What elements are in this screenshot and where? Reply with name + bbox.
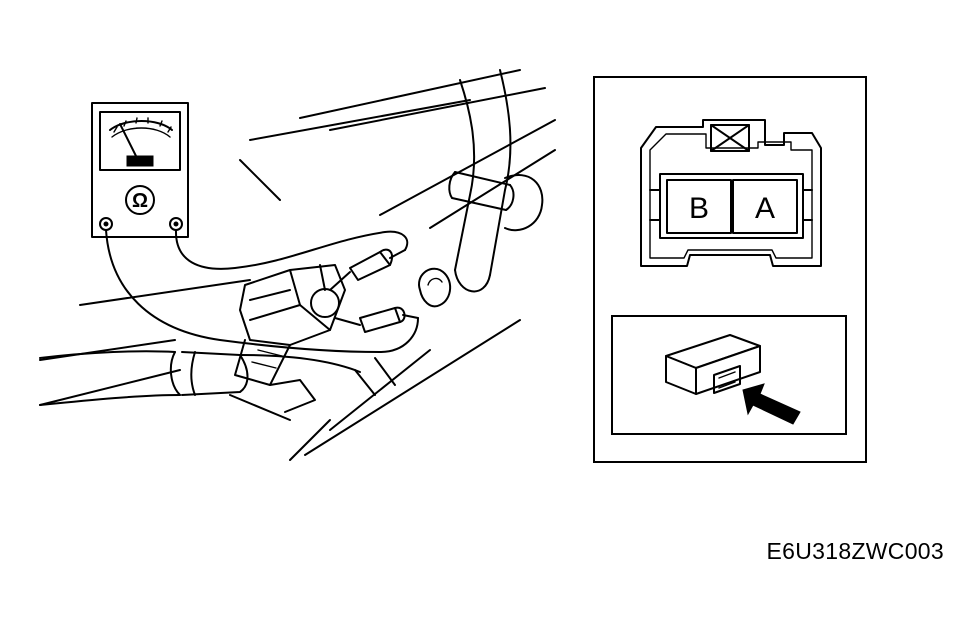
connector-view-box-icon	[665, 334, 761, 395]
connector-icon: B A	[640, 119, 822, 267]
ohm-symbol: Ω	[132, 190, 148, 212]
diagram-code: E6U318ZWC003	[766, 538, 944, 564]
terminal-label-b: B	[689, 192, 709, 225]
arrow-icon	[742, 383, 801, 425]
connector-insert-panel: B A	[593, 76, 867, 463]
engine-harness-drawing	[39, 69, 556, 461]
terminal-label-a: A	[755, 192, 775, 225]
meter-leads	[105, 229, 419, 353]
ohmmeter-icon: Ω	[91, 102, 189, 238]
